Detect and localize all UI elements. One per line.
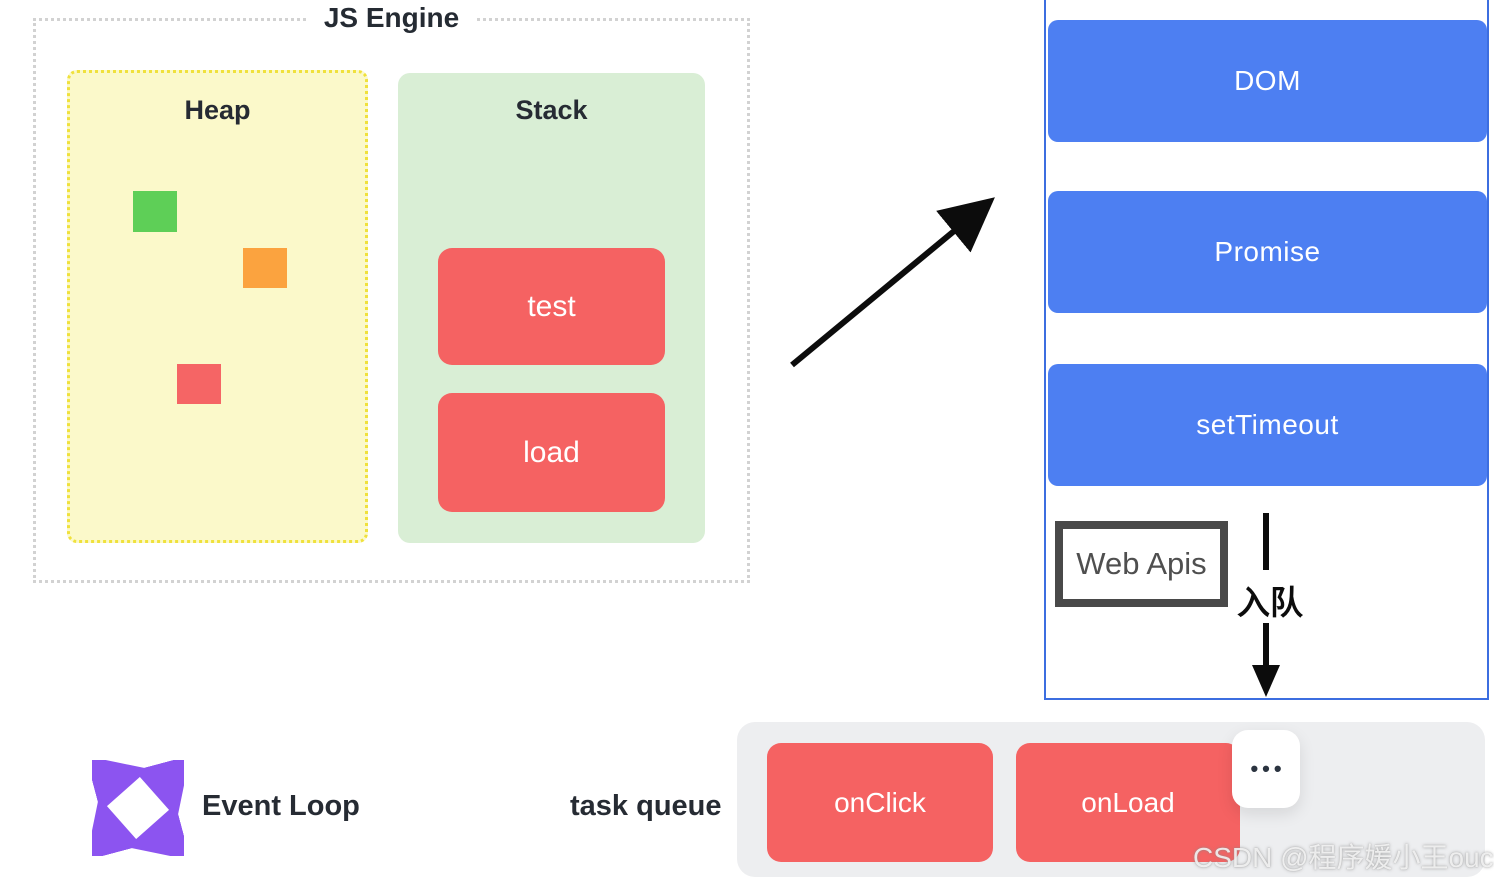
more-tasks-card: ••• [1232,730,1300,808]
task-onclick: onClick [767,743,993,862]
api-box-settimeout: setTimeout [1048,364,1487,486]
api-box-promise: Promise [1048,191,1487,313]
stack-to-webapis-arrow-icon [790,197,995,368]
heap-box: Heap [67,70,368,543]
stack-frame-load: load [438,393,665,512]
stack-box: Stack test load [398,73,705,543]
watermark: CSDN @程序媛小王ouc [1193,842,1494,873]
heap-title: Heap [184,95,251,125]
heap-object-green [133,191,177,232]
js-engine-box: JS Engine Heap Stack test load [33,2,750,583]
heap-object-orange [243,248,287,288]
enqueue-line [1263,513,1269,570]
api-box-dom: DOM [1048,20,1487,142]
ellipsis-icon: ••• [1250,756,1286,781]
enqueue-label: 入队 [1237,584,1303,621]
stack-title: Stack [515,95,588,125]
task-onload: onLoad [1016,743,1240,862]
event-loop-icon [92,760,184,856]
web-apis-label: Web Apis [1076,546,1207,581]
js-engine-title: JS Engine [307,2,476,34]
enqueue-arrow-shaft [1263,623,1269,667]
task-queue-label: task queue [570,790,722,822]
stack-frame-test: test [438,248,665,365]
event-loop-label: Event Loop [202,790,360,822]
heap-object-red [177,364,221,404]
task-queue-box: onClick onLoad ••• [737,722,1485,877]
web-apis-label-box: Web Apis [1055,521,1228,607]
enqueue-arrow-head-icon [1252,665,1280,697]
